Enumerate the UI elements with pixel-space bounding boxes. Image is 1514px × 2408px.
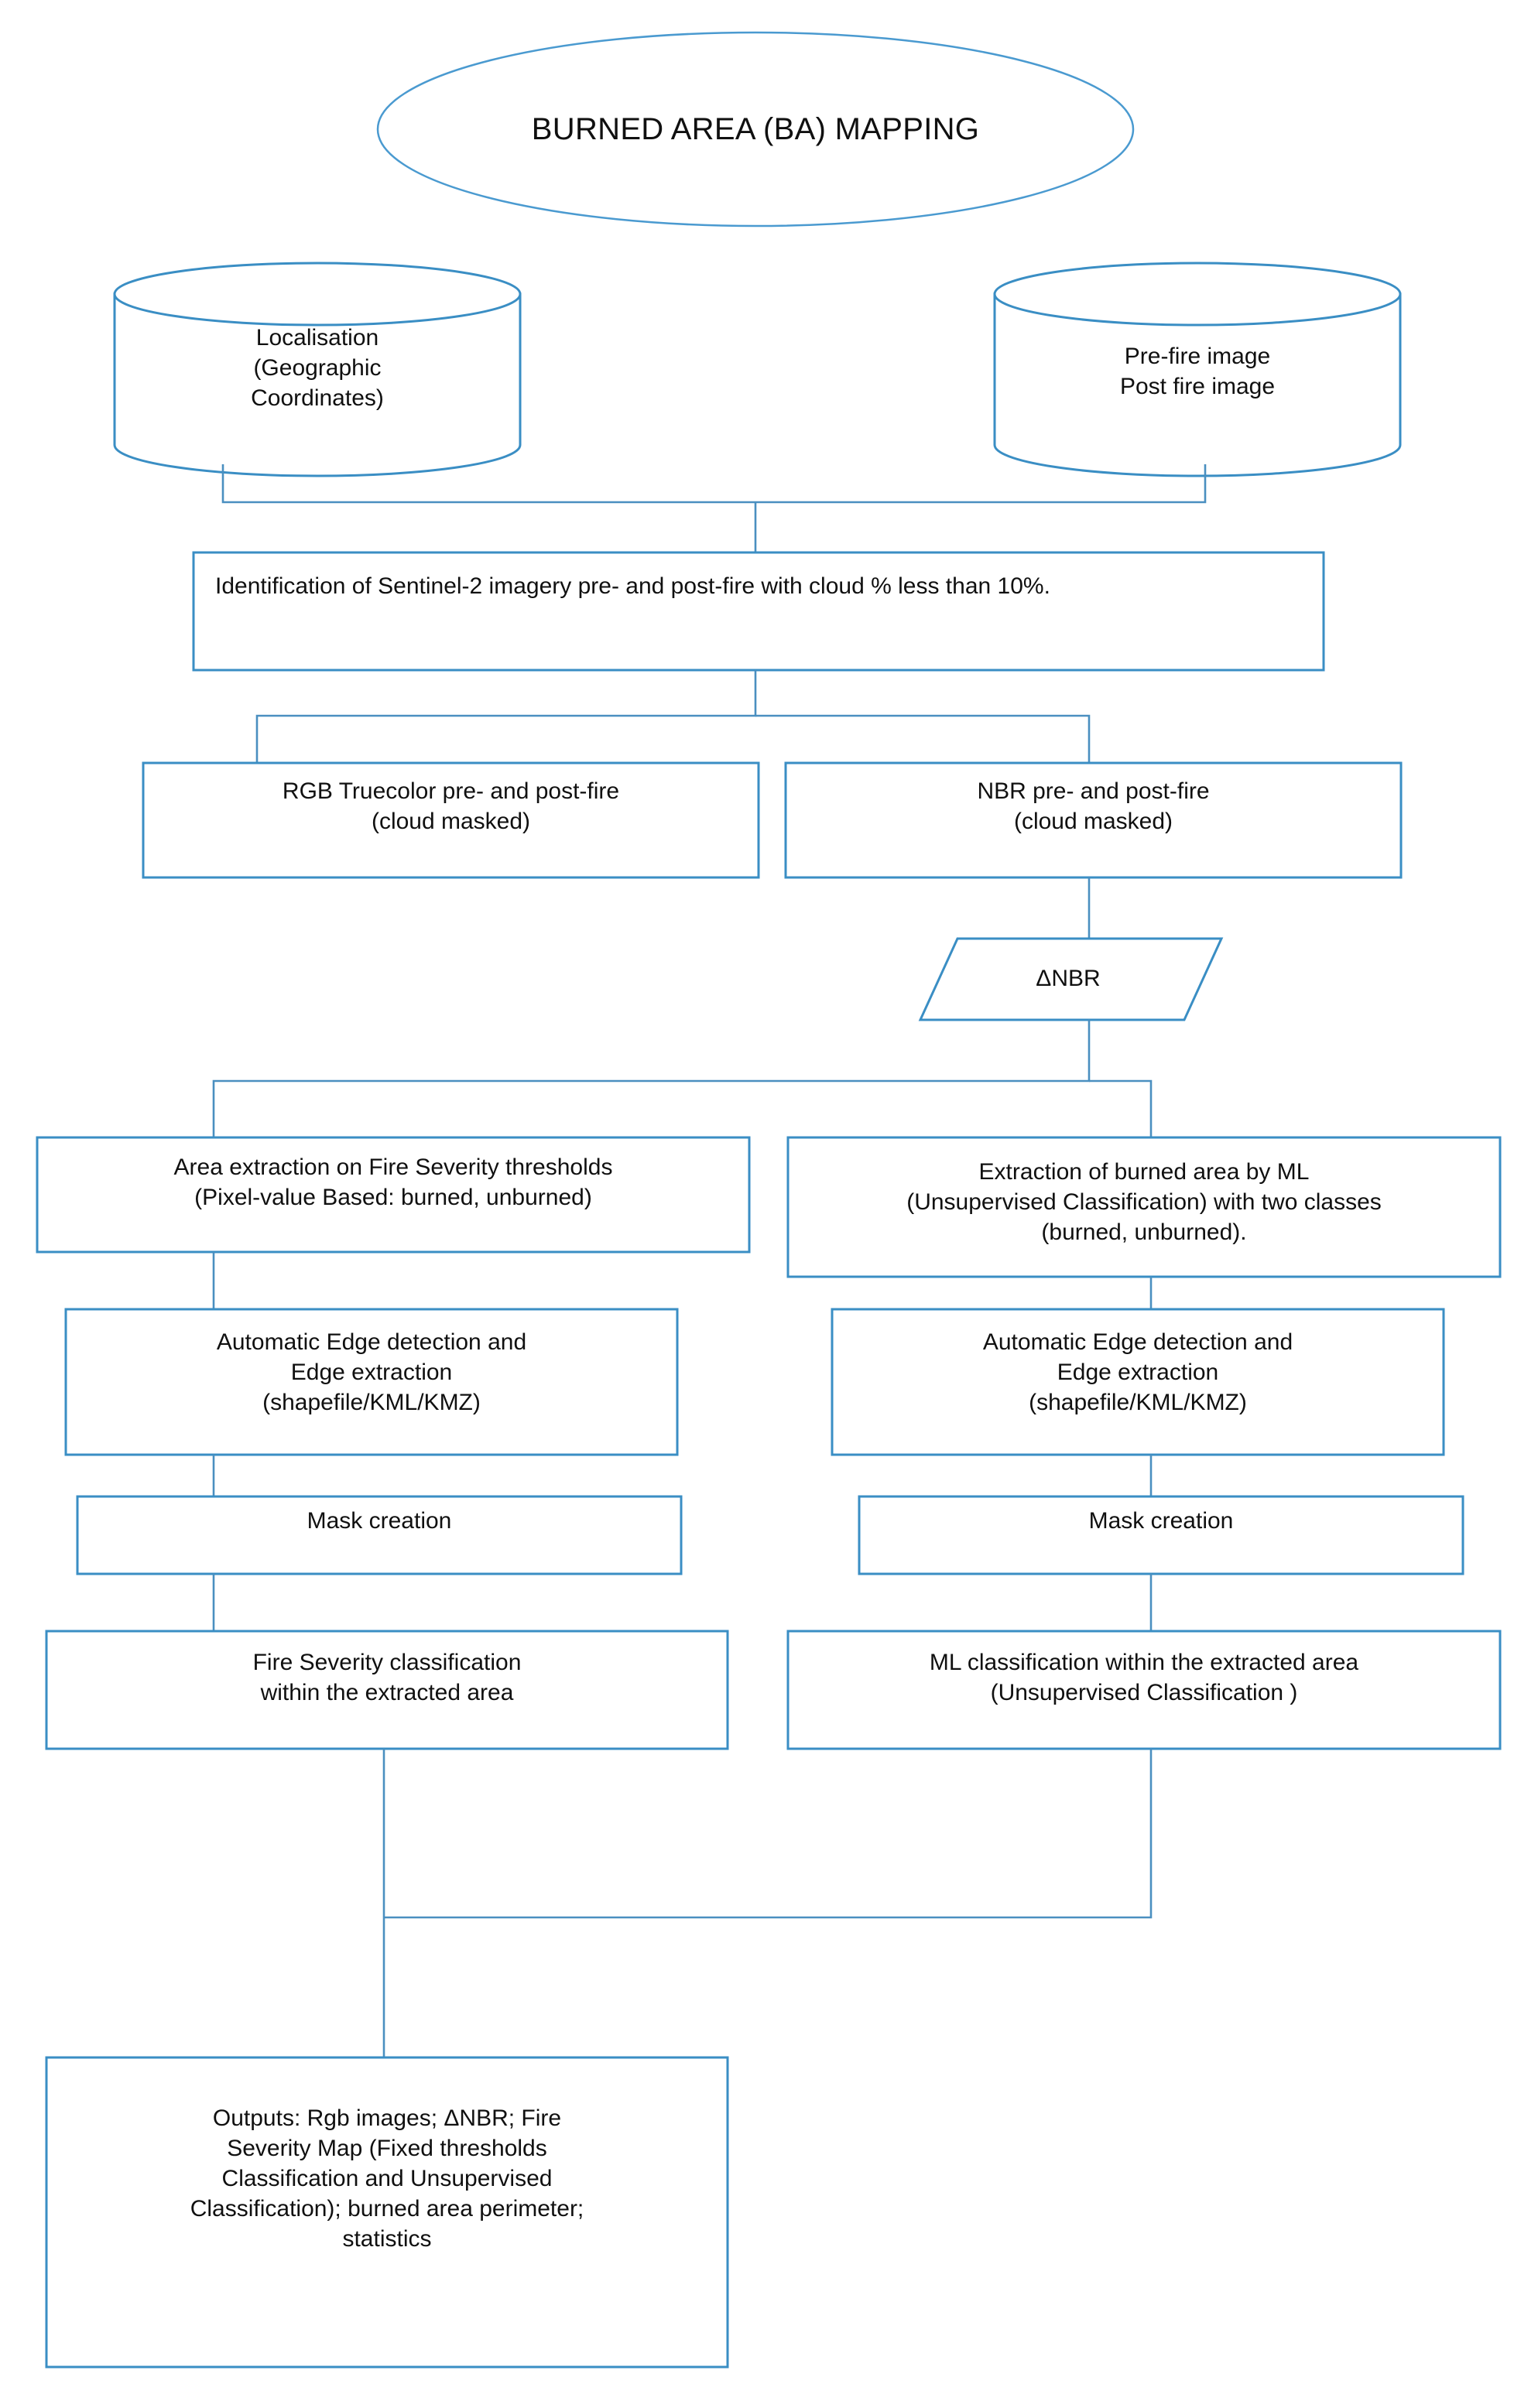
connector-identification-split xyxy=(255,670,757,763)
mask-left-box-shape xyxy=(76,1495,683,1575)
db-localisation-top xyxy=(113,262,522,327)
db-localisation-body xyxy=(113,292,522,477)
db-images-body xyxy=(993,292,1402,477)
connector-dnbr-split-right xyxy=(1089,1079,1153,1137)
connector-dbs-merge xyxy=(221,464,1207,504)
fire-severity-class-box-shape xyxy=(45,1630,729,1750)
identification-box-shape xyxy=(192,551,1325,672)
rgb-truecolor-box-shape xyxy=(142,761,760,879)
nbr-box-shape xyxy=(784,761,1403,879)
outputs-box-shape xyxy=(45,2056,729,2369)
connector-ml-class-merge xyxy=(384,1749,1153,1919)
edge-right-box-shape xyxy=(831,1308,1445,1456)
title-ellipse-shape xyxy=(376,31,1135,227)
db-images-top xyxy=(993,262,1402,327)
edge-left-box-shape xyxy=(64,1308,679,1456)
ml-class-box-shape xyxy=(786,1630,1502,1750)
area-extraction-box-shape xyxy=(36,1136,751,1254)
connector-identification-split-right xyxy=(755,714,1091,763)
mask-right-box-shape xyxy=(858,1495,1464,1575)
connector-dnbr-split xyxy=(212,1020,1091,1137)
ml-extraction-box-shape xyxy=(786,1136,1502,1278)
dnbr-parallelogram-shape xyxy=(918,937,1224,1021)
